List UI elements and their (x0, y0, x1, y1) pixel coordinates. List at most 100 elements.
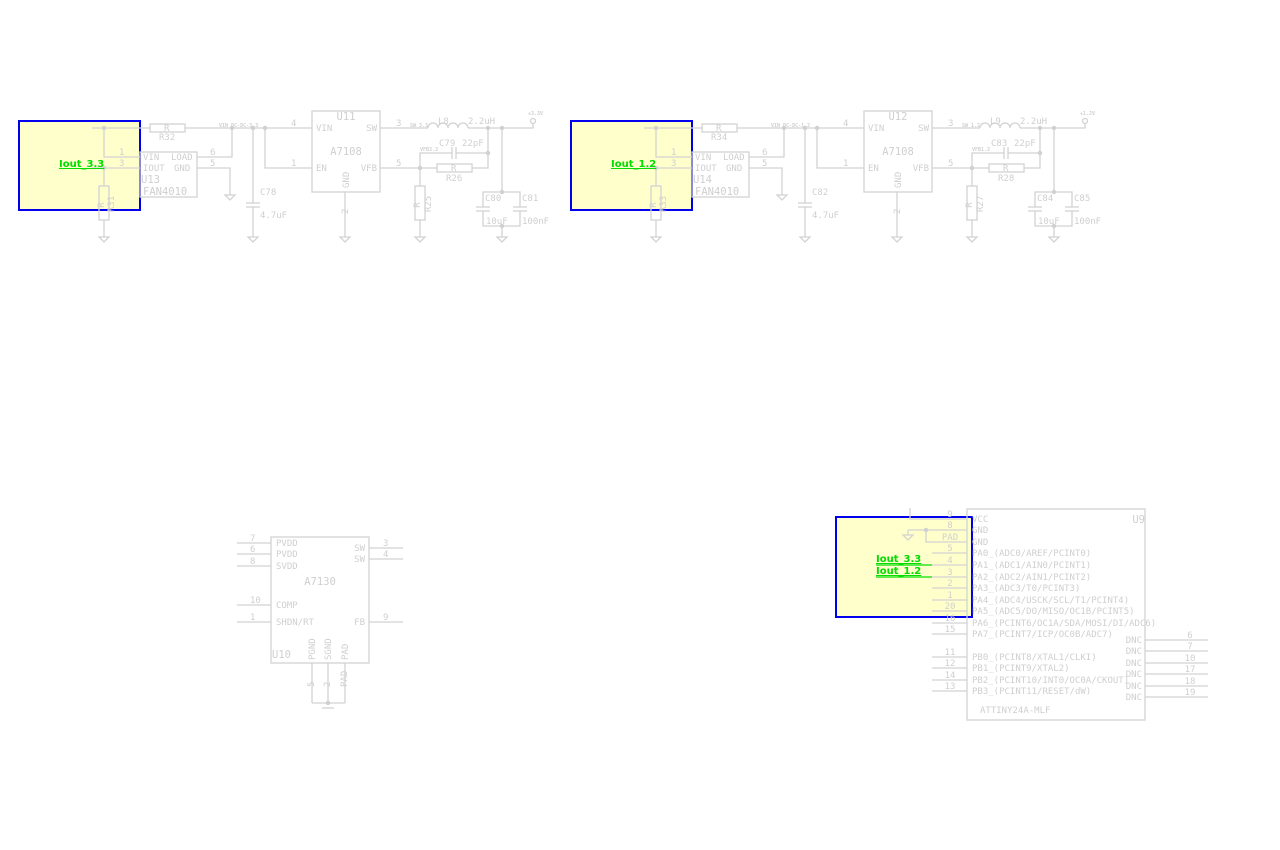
ic-ref: U14 (693, 174, 712, 186)
ic-U11[interactable] (311, 110, 381, 193)
pin-name: FB (354, 618, 365, 628)
pin-number: 6 (250, 545, 255, 555)
pin-number: 12 (945, 659, 956, 669)
pin-number: 5 (396, 159, 401, 169)
capacitor-C81[interactable] (513, 206, 527, 212)
inductor-L8[interactable] (427, 122, 469, 129)
pin-name: PB3_(PCINT11/RESET/dW) (972, 687, 1091, 697)
capacitor-value: 100nF (522, 217, 549, 227)
wire (264, 128, 312, 169)
ic-ref: U12 (889, 111, 908, 123)
wire (925, 530, 932, 543)
ic-body-U10[interactable] (270, 536, 370, 664)
capacitor-C78[interactable] (246, 202, 260, 208)
label: IOUT (695, 164, 717, 174)
pin-name: SW (918, 124, 929, 134)
net-label-vin: VIN_DC-DC-1.2 (771, 123, 810, 129)
pin-name: GND (894, 172, 904, 188)
capacitor-ref: C84 (1037, 194, 1053, 204)
ground-icon (223, 194, 237, 201)
capacitor-ref: C85 (1074, 194, 1090, 204)
net-highlight-box[interactable] (18, 120, 141, 211)
wire (749, 167, 783, 190)
pin-name: SW (354, 555, 365, 565)
net-highlight-box[interactable] (570, 120, 693, 211)
pin-name: VFB (361, 164, 377, 174)
label: EN (316, 164, 327, 174)
capacitor-C83[interactable] (1003, 147, 1009, 159)
label: R (1003, 164, 1009, 174)
capacitor-ref: C82 (812, 188, 828, 198)
capacitor-C84[interactable] (1028, 206, 1042, 212)
resistor-ref: R25 (424, 196, 434, 212)
capacitor-C79[interactable] (451, 147, 457, 159)
pin-number: 4 (383, 550, 388, 560)
pin-number: 8 (947, 521, 952, 531)
pin-name: VFB (913, 164, 929, 174)
net-label-sw: SW_3.3 (410, 123, 428, 129)
capacitor-C80[interactable] (476, 206, 490, 212)
ic-U12[interactable] (863, 110, 933, 193)
ic-ref: U10 (272, 649, 291, 661)
pin-name: SHDN/RT (276, 618, 315, 628)
pin-name: PA5_(ADC5/DO/MISO/OC1B/PCINT5) (972, 607, 1135, 617)
capacitor-ref: C79 (439, 139, 455, 149)
pin-number: 3 (671, 159, 676, 169)
net-label-vfb: VFB3.3 (420, 147, 438, 153)
wire (909, 508, 932, 520)
pin-number: 7 (1187, 642, 1192, 652)
resistor-R34[interactable] (701, 123, 738, 133)
inductor-L9[interactable] (979, 122, 1021, 129)
capacitor-ref: C83 (991, 139, 1007, 149)
ground-icon (798, 236, 812, 243)
pin-number: 7 (250, 534, 255, 544)
label: GND (726, 164, 742, 174)
pin-number: 1 (119, 148, 124, 158)
wire (971, 152, 1004, 168)
wire (816, 128, 864, 169)
pin-name: SVDD (276, 562, 298, 572)
pin-number: 2 (323, 682, 333, 687)
pin-number: 17 (1185, 665, 1196, 675)
pin-number: 5 (307, 682, 317, 687)
ic-part: FAN4010 (695, 186, 739, 198)
ground-icon (495, 236, 509, 243)
resistor-value: R (649, 202, 659, 208)
ic-body-U9[interactable] (966, 508, 1146, 721)
ic-U14[interactable] (691, 151, 750, 198)
ic-ref: U13 (141, 174, 160, 186)
ic-U13[interactable] (139, 151, 198, 198)
pin-number: 4 (947, 556, 952, 566)
pin-number: 6 (1187, 631, 1192, 641)
pin-name: COMP (276, 601, 298, 611)
pin-number: 3 (948, 119, 953, 129)
resistor-ref: R32 (159, 133, 175, 143)
capacitor-C85[interactable] (1065, 206, 1079, 212)
pin-number: 9 (947, 510, 952, 520)
label: R (451, 164, 457, 174)
capacitor-C82[interactable] (798, 202, 812, 208)
wire (655, 128, 692, 158)
pin-number: 8 (250, 557, 255, 567)
pin-number: 10 (250, 596, 261, 606)
ground-icon (965, 232, 979, 243)
net-label-current: Iout_3.3 (59, 159, 104, 170)
resistor-R32[interactable] (149, 123, 186, 133)
ground-icon (495, 232, 509, 243)
pin-number: 1 (291, 159, 296, 169)
ground-icon (413, 236, 427, 243)
pin-name: DNC (1126, 670, 1142, 680)
ground-icon (223, 190, 237, 201)
capacitor-value: 100nF (1074, 217, 1101, 227)
pin-name: PA1_(ADC1/AIN0/PCINT1) (972, 561, 1091, 571)
power-flag-icon (1081, 117, 1089, 125)
ic-part: A7108 (882, 146, 914, 158)
pin-name: PA0_(ADC0/AREF/PCINT0) (972, 549, 1091, 559)
pin-number: 9 (383, 613, 388, 623)
pin-name: PB2_(PCINT10/INT0/OC0A/CKOUT) (972, 676, 1129, 686)
wire (749, 128, 785, 158)
resistor-ref: R34 (711, 133, 727, 143)
